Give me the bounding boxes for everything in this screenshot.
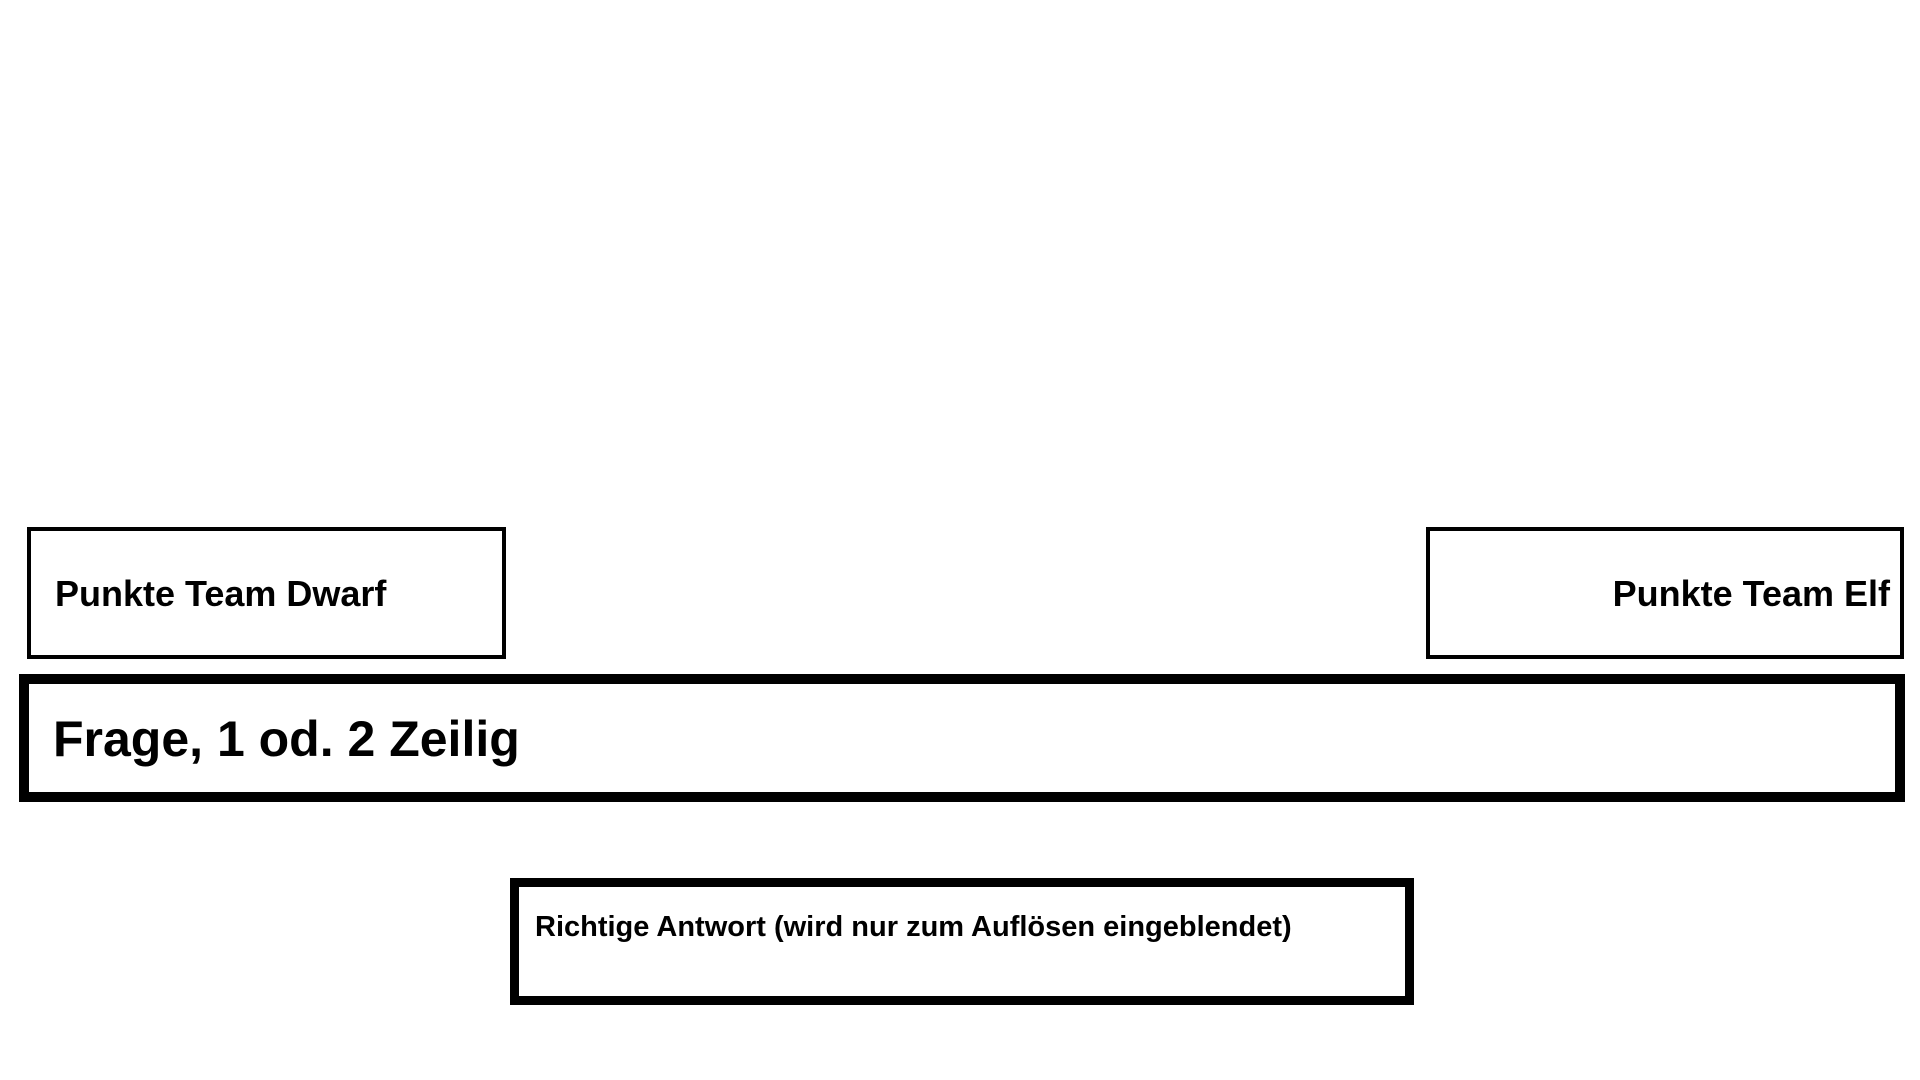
question-box: Frage, 1 od. 2 Zeilig xyxy=(19,674,1905,802)
answer-box: Richtige Antwort (wird nur zum Auflösen … xyxy=(510,878,1414,1005)
score-box-team-elf: Punkte Team Elf xyxy=(1426,527,1904,659)
answer-text: Richtige Antwort (wird nur zum Auflösen … xyxy=(535,911,1292,943)
score-label-team-elf: Punkte Team Elf xyxy=(1612,573,1890,614)
score-label-team-dwarf: Punkte Team Dwarf xyxy=(55,573,387,614)
score-box-team-dwarf: Punkte Team Dwarf xyxy=(27,527,506,659)
question-text: Frage, 1 od. 2 Zeilig xyxy=(53,711,520,767)
